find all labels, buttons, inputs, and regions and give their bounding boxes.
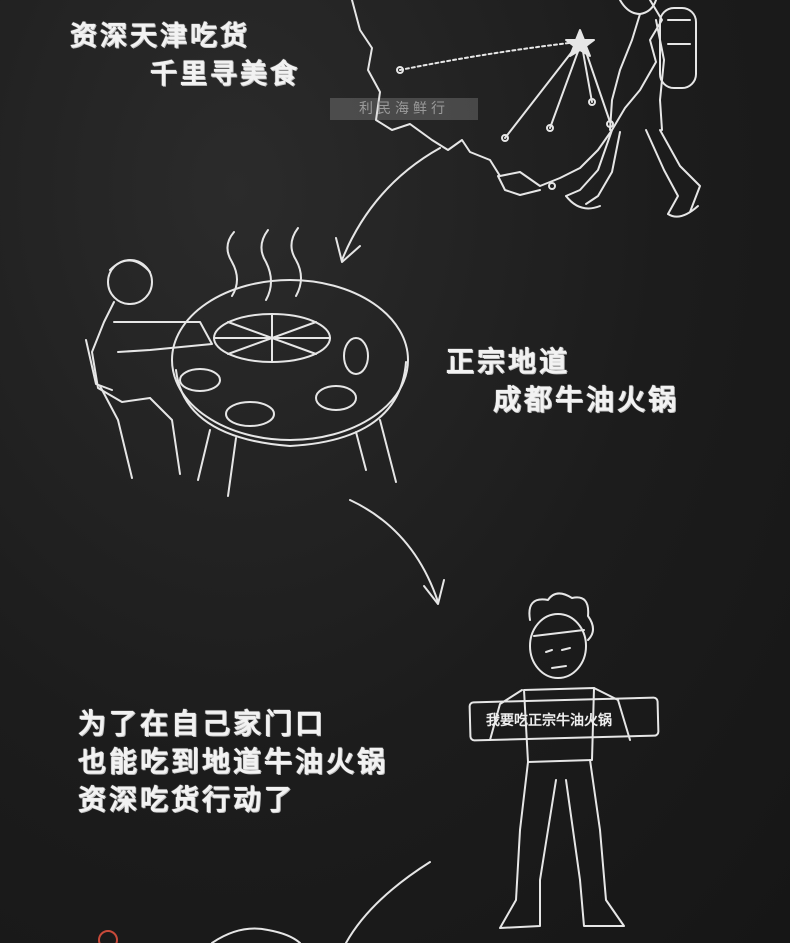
caption-line-3b: 也能吃到地道牛油火锅	[78, 745, 389, 778]
caption-line-1a: 资深天津吃货	[70, 21, 250, 52]
hotpot-table-drawing	[85, 227, 409, 497]
banner-boy-drawing: 我要吃正宗牛油火锅	[468, 592, 660, 929]
caption-line-2a: 正宗地道	[446, 345, 571, 378]
arrow-2-drawing	[349, 499, 445, 605]
banner-text: 我要吃正宗牛油火锅	[486, 712, 612, 729]
caption-line-2b: 成都牛油火锅	[493, 383, 680, 416]
caption-line-1b: 千里寻美食	[150, 59, 300, 90]
arrow-3-drawing	[98, 861, 431, 943]
caption-line-3a: 为了在自己家门口	[78, 707, 327, 740]
china-map-drawing	[351, 0, 663, 196]
caption-line-3c: 资深吃货行动了	[78, 783, 296, 816]
traveler-drawing	[565, 0, 701, 218]
watermark-label: 利民海鲜行	[330, 98, 478, 120]
arrow-1-drawing	[335, 147, 441, 263]
